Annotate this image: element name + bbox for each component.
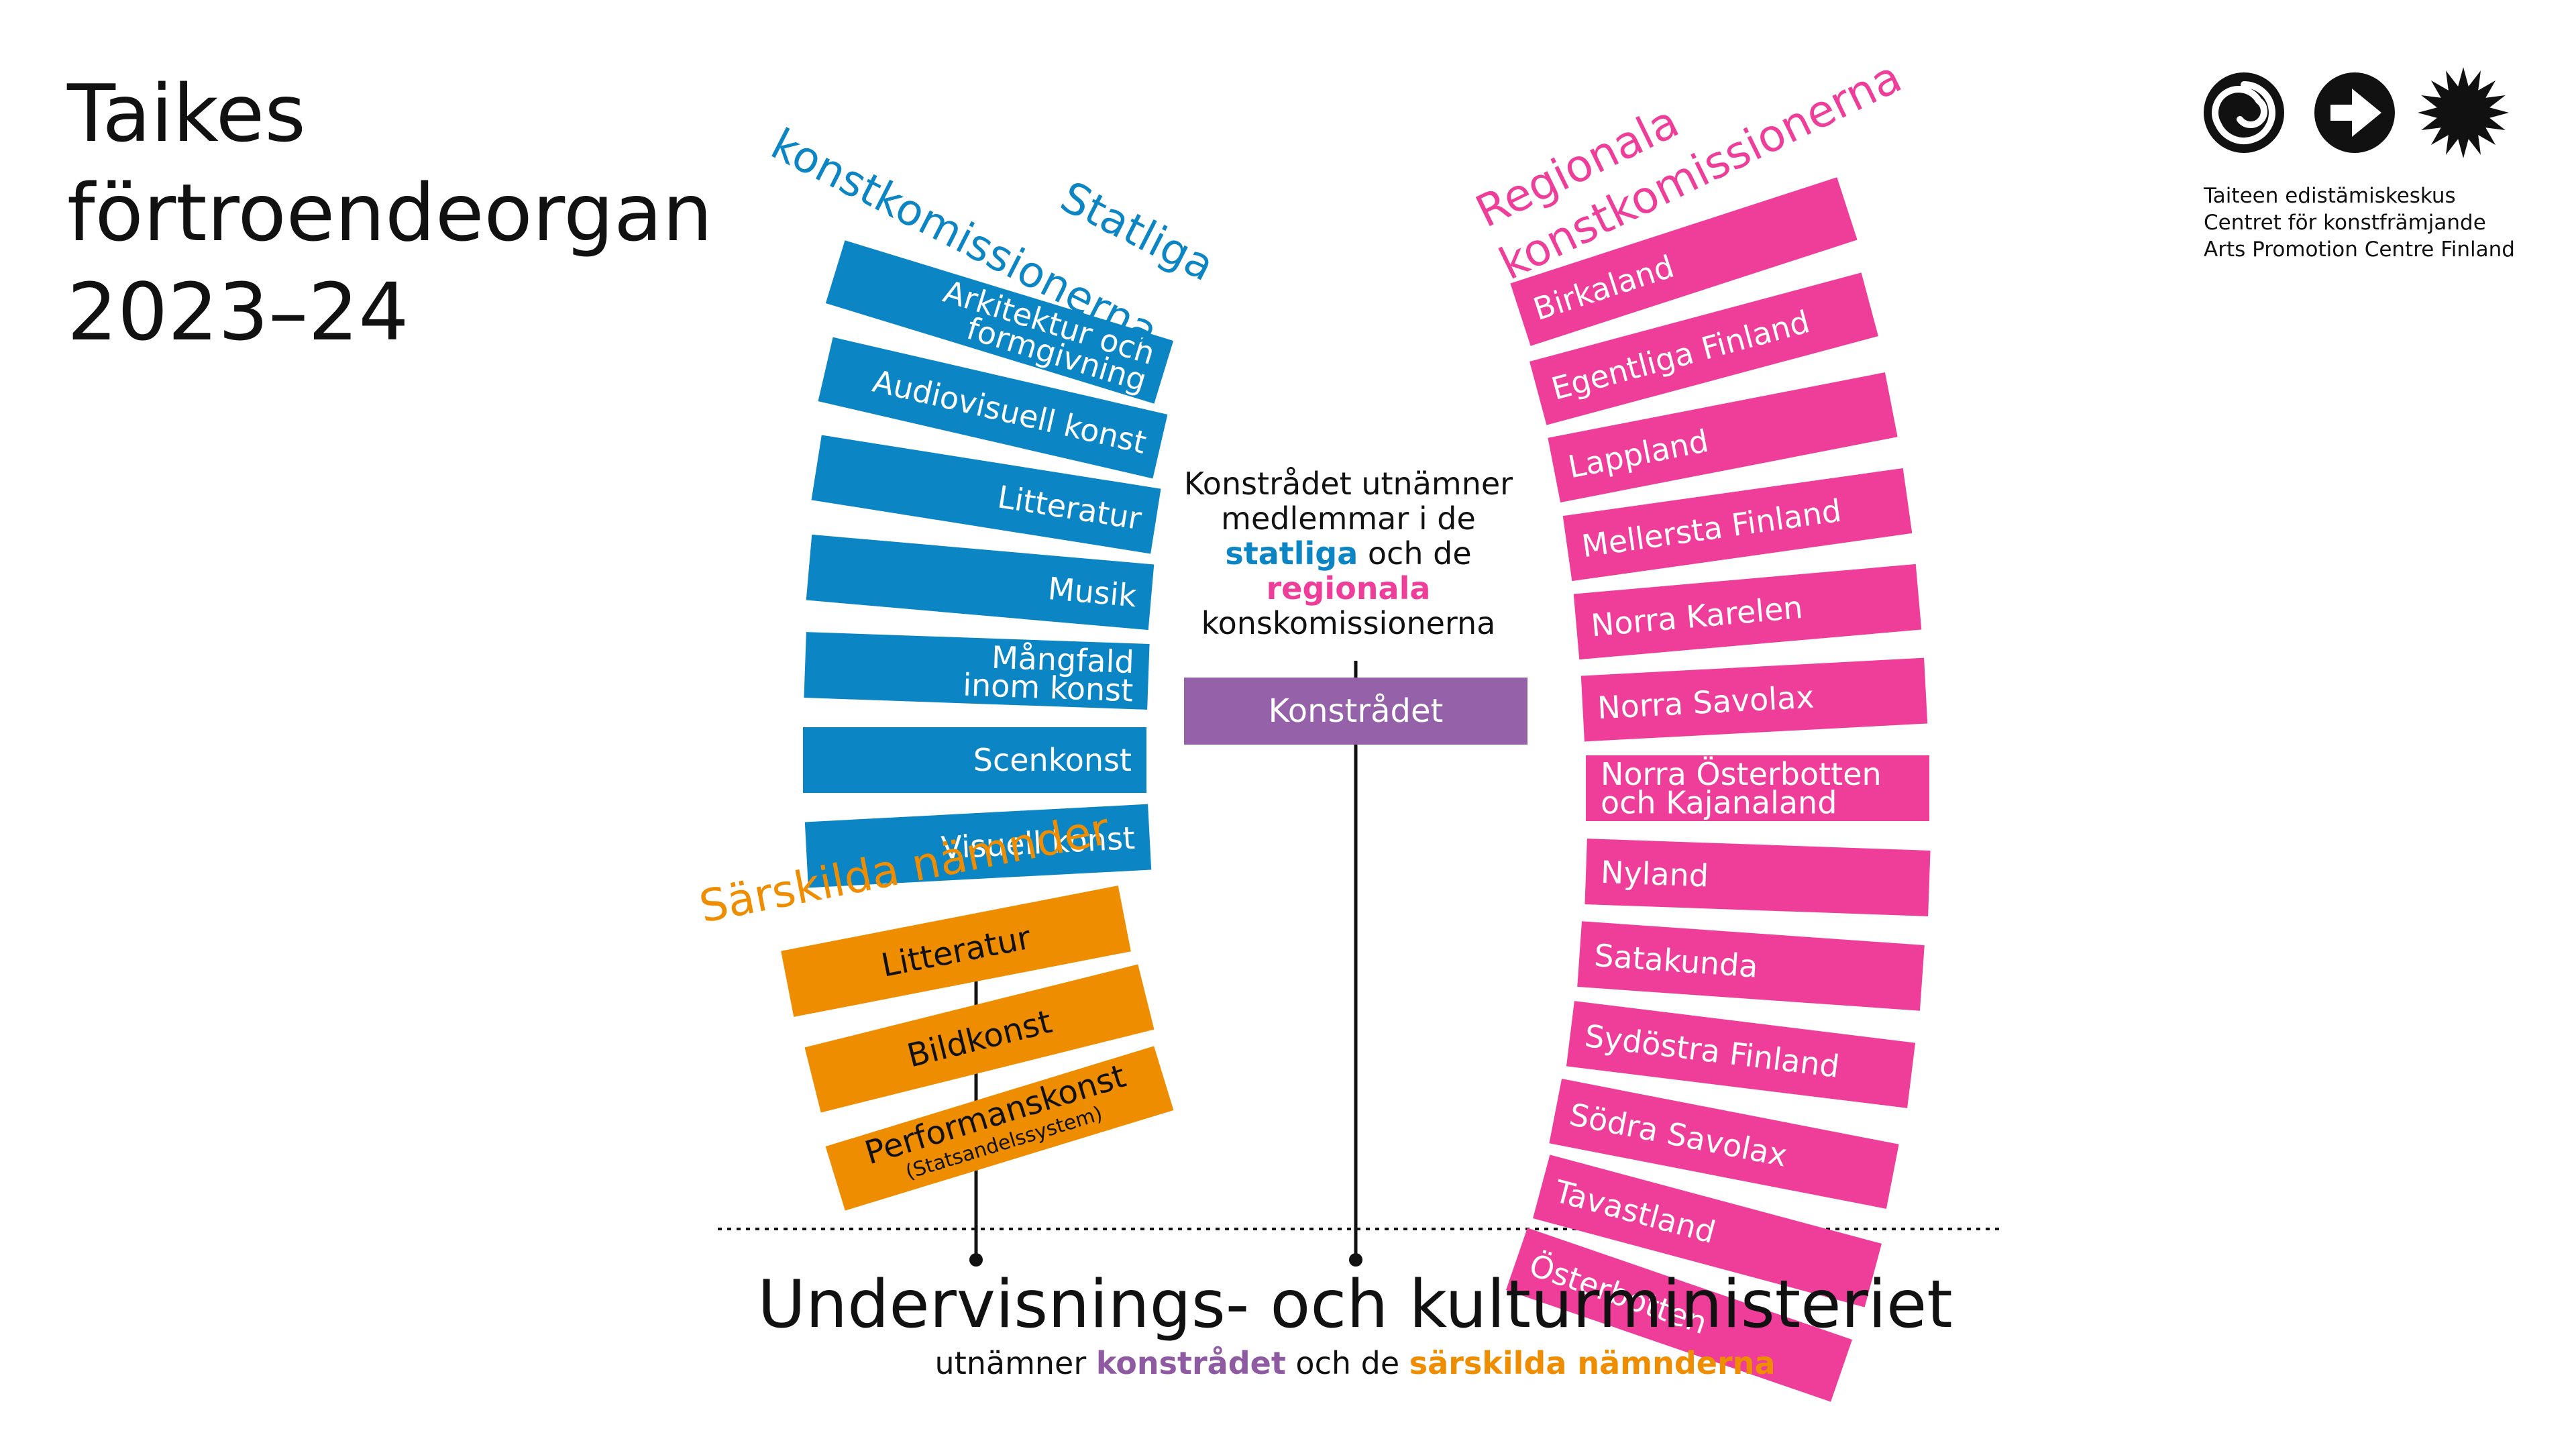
spiral-icon (2204, 72, 2284, 153)
regionala-item-3: Lappland (1548, 372, 1898, 502)
regionala-item-13-shape (1505, 1228, 1853, 1402)
sarskilda-connector-dot (969, 1253, 983, 1267)
statliga-item-7-shape (804, 804, 1152, 888)
regionala-item-7-label: Norra Österbotten (1601, 756, 1882, 792)
sun-icon (2418, 67, 2509, 158)
ministry-subtitle: utnämner konstrådet och de särskilda näm… (604, 1345, 2106, 1381)
regionala-item-9: Satakunda (1577, 921, 1925, 1011)
sarskilda-group: LitteraturBildkonstPerformanskonst(Stats… (781, 885, 1174, 1211)
regionala-item-12-shape (1533, 1155, 1882, 1307)
sarskilda-item-1-shape (781, 885, 1131, 1017)
statliga-item-5-label: Mångfald (991, 639, 1134, 680)
konstradet-description-line-3: statliga och de (1134, 536, 1563, 571)
arrow-circle-icon (2314, 72, 2395, 153)
regionala-item-5-shape (1573, 564, 1922, 660)
konstradet-description-line-4: regionala (1134, 571, 1563, 606)
ministry-subtitle-prefix: utnämner (934, 1345, 1096, 1381)
statliga-item-4-label: Musik (1046, 570, 1138, 614)
regionala-item-9-shape (1577, 921, 1925, 1011)
statliga-item-4: Musik (806, 534, 1155, 631)
statliga-item-6-label: Scenkonst (973, 742, 1132, 778)
statliga-highlight: statliga (1225, 535, 1358, 572)
ministry-name: Undervisnings- och kulturministeriet (757, 1267, 1953, 1343)
sarskilda-item-3-shape (825, 1046, 1174, 1211)
statliga-item-2-shape (818, 337, 1168, 479)
regionala-item-4-shape (1562, 468, 1913, 582)
regionala-item-6: Norra Savolax (1580, 657, 1928, 742)
regionala-highlight: regionala (1266, 570, 1431, 606)
regionala-item-8-shape (1585, 839, 1931, 916)
regionala-item-10-shape (1566, 1001, 1916, 1108)
statliga-item-5-shape (804, 632, 1150, 710)
konstradet-description-connector: och de (1358, 535, 1472, 572)
regionala-item-7-label: och Kajanaland (1601, 784, 1837, 820)
konstradet-description-line-1: Konstrådet utnämner (1183, 466, 1513, 502)
statliga-item-6: Scenkonst (803, 727, 1146, 793)
organization-name-sv: Centret för konstfrämjande (2204, 211, 2486, 235)
regionala-item-11-shape (1549, 1079, 1899, 1209)
sarskilda-highlight: särskilda nämnderna (1409, 1345, 1776, 1381)
regionala-item-8: Nyland (1585, 839, 1931, 916)
konstradet-highlight: konstrådet (1095, 1345, 1286, 1381)
organization-name-fi: Taiteen edistämiskeskus (2204, 184, 2456, 208)
statliga-item-7: Visuell konst (804, 804, 1152, 888)
statliga-item-1-shape (825, 240, 1174, 404)
regionala-item-3-shape (1548, 372, 1898, 502)
regionala-item-1-shape (1510, 177, 1858, 346)
konstradet-box: Konstrådet (1184, 678, 1527, 745)
konstradet-description: Konstrådet utnämner medlemmar i de statl… (1134, 466, 1563, 641)
regionala-item-10: Sydöstra Finland (1566, 1001, 1916, 1108)
regionala-item-2-shape (1529, 272, 1878, 425)
regionala-item-7-shape (1586, 755, 1929, 821)
organization-name-en: Arts Promotion Centre Finland (2204, 237, 2515, 262)
page-title-line-2: förtroendeorgan (67, 166, 713, 259)
regionala-item-6-shape (1580, 657, 1928, 742)
page-title: Taikes förtroendeorgan 2023–24 (67, 64, 712, 362)
konstradet-description-line-2: medlemmar i de (1221, 500, 1476, 537)
page-title-line-1: Taikes (67, 67, 306, 160)
konstradet-description-line-5: konskomissionerna (1201, 605, 1496, 641)
konstradet-connector-dot (1349, 1253, 1362, 1267)
statliga-item-6-shape (803, 727, 1146, 793)
sarskilda-item-1: Litteratur (781, 885, 1131, 1017)
sarskilda-item-2-shape (804, 964, 1155, 1113)
statliga-item-5-label: inom konst (963, 667, 1134, 709)
regionala-item-5: Norra Karelen (1573, 564, 1922, 660)
regionala-item-8-label: Nyland (1600, 854, 1709, 894)
statliga-item-4-shape (806, 534, 1155, 631)
organization-name: Taiteen edistämiskeskus Centret för kons… (2204, 182, 2515, 263)
page-title-line-3: 2023–24 (67, 266, 409, 358)
statliga-item-3: Litteratur (811, 435, 1161, 554)
statliga-item-3-shape (811, 435, 1161, 554)
ministry-subtitle-connector: och de (1285, 1345, 1409, 1381)
